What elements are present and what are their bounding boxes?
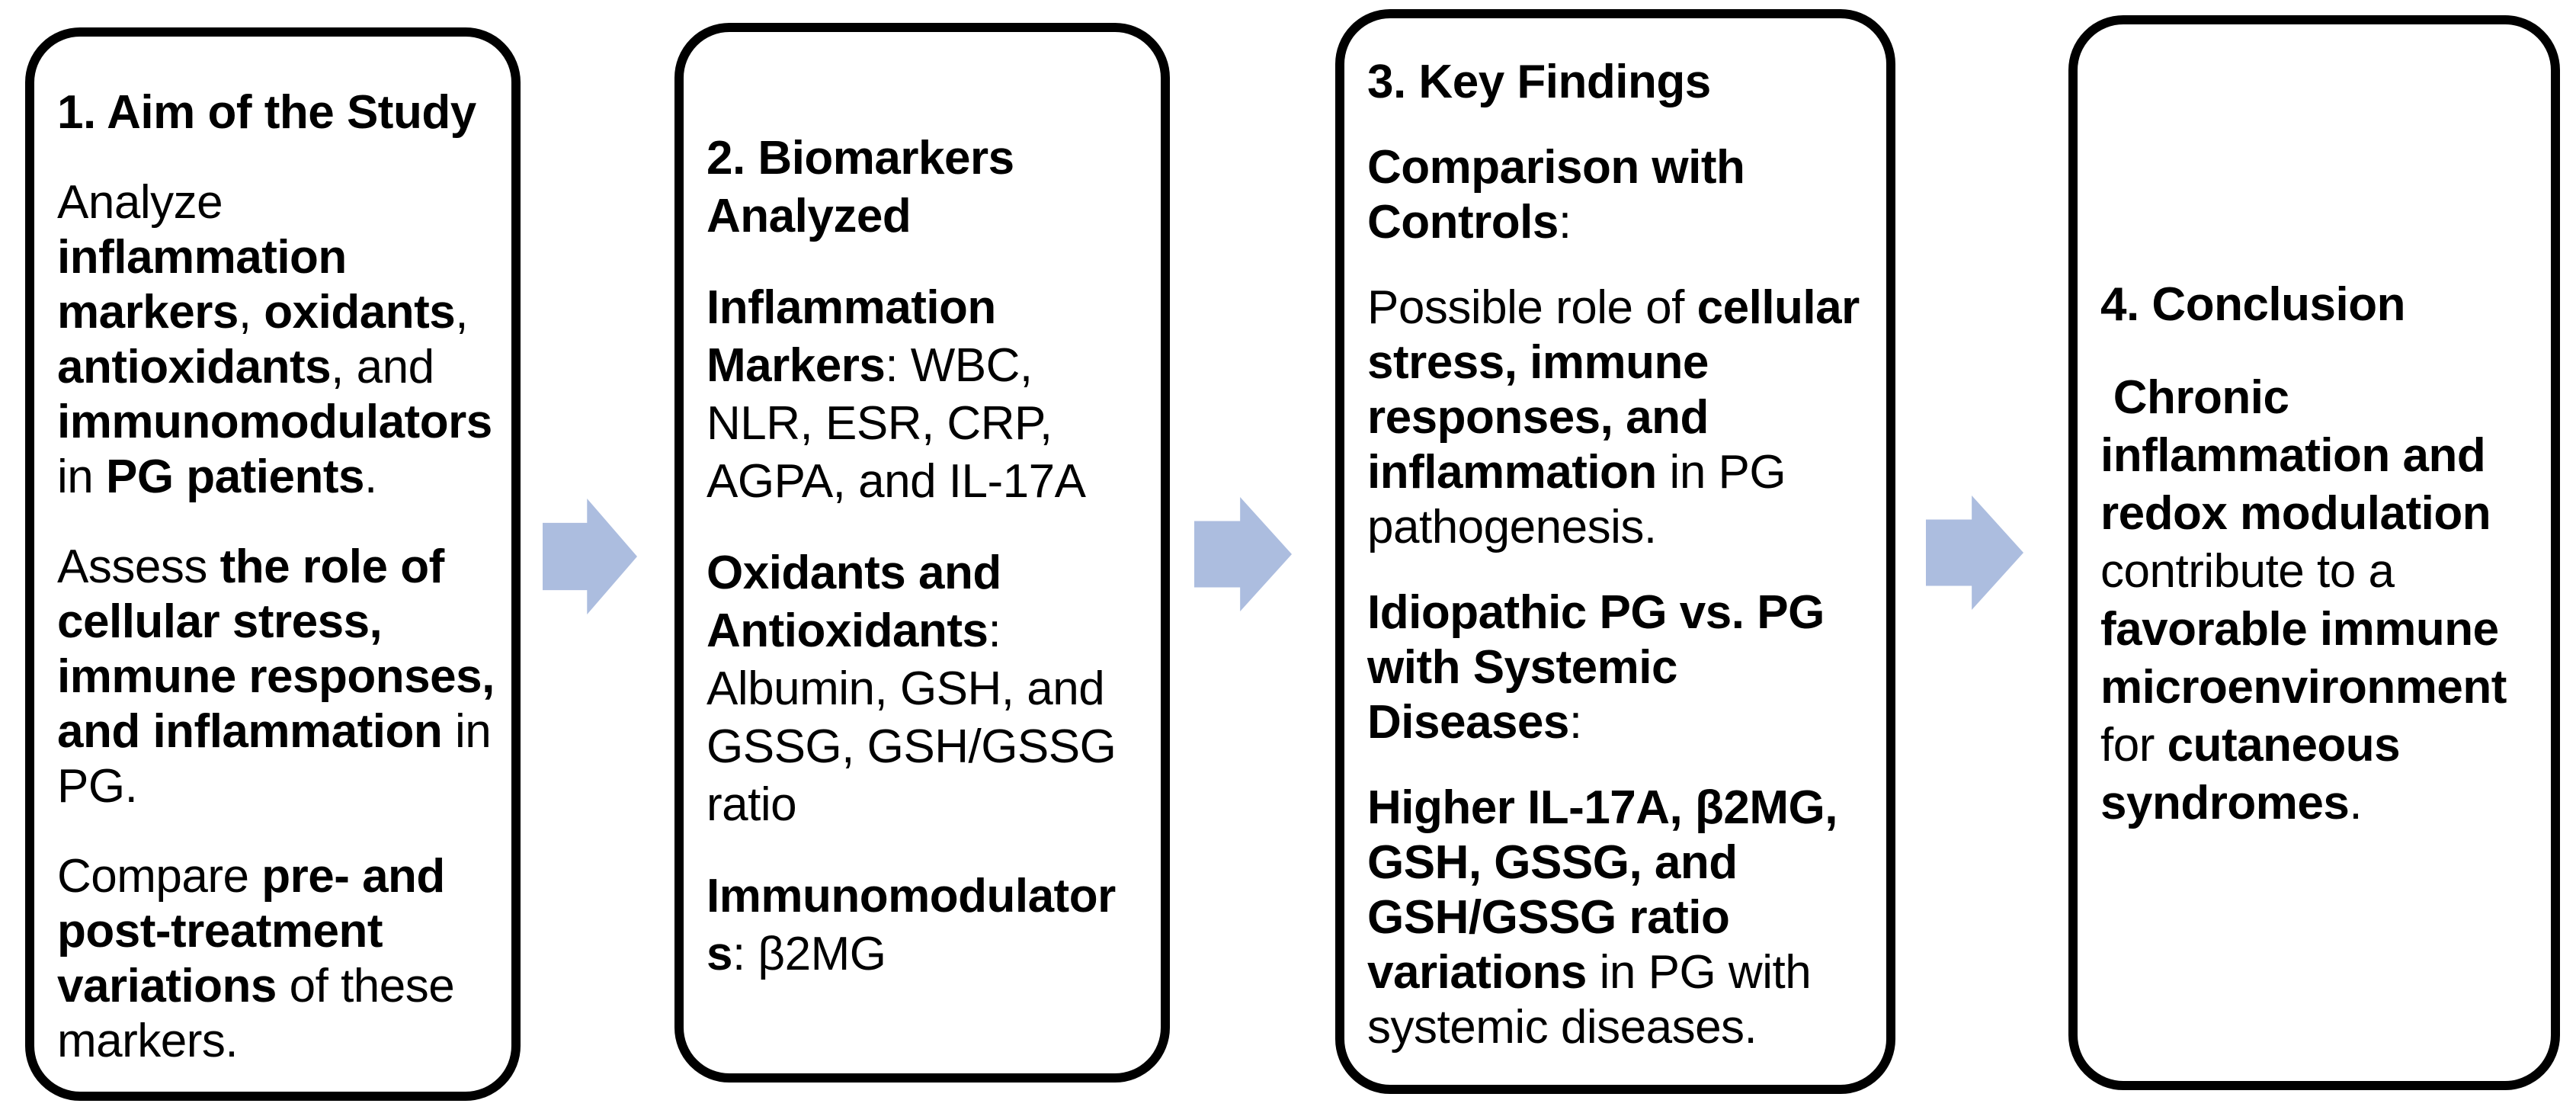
text-segment: Idiopathic PG vs. PG with Systemic Disea… (1367, 586, 1837, 749)
text-segment: oxidants (264, 286, 456, 338)
text-segment: Possible role of (1367, 281, 1697, 334)
step-box-aim-of-study: 1. Aim of the Study Analyze inflammation… (25, 27, 521, 1101)
text-segment: pre- and post-treatment variations (57, 850, 458, 1012)
step-box-conclusion: 4. Conclusion Chronic inflammation and r… (2068, 15, 2560, 1090)
box-paragraph: Oxidants and Antioxidants: Albumin, GSH,… (706, 544, 1141, 834)
box-content: 2. Biomarkers Analyzed Inflammation Mark… (706, 32, 1141, 983)
text-segment: the role of cellular stress, immune resp… (57, 540, 508, 758)
text-segment: : (1558, 196, 1572, 249)
box-title: 3. Key Findings (1367, 56, 1711, 108)
text-segment: cellular stress, immune responses, and i… (1367, 281, 1873, 499)
text-segment: immunomodulators (57, 396, 492, 448)
box-paragraph: Assess the role of cellular stress, immu… (57, 540, 496, 814)
text-segment: favorable immune microenvironment (2100, 603, 2512, 714)
text-segment: : WBC, NLR, ESR, CRP, AGPA, and IL-17A (706, 339, 1086, 508)
right-arrow-icon (1194, 497, 1292, 611)
step-box-key-findings: 3. Key Findings Comparison with Controls… (1335, 9, 1895, 1094)
right-arrow-icon (1926, 496, 2023, 610)
text-segment: Immunomodulator (706, 870, 1116, 922)
text-segment: antioxidants (57, 341, 332, 393)
text-segment: in (57, 396, 505, 503)
text-segment: for (2100, 661, 2520, 771)
box-title: 2. Biomarkers Analyzed (706, 132, 1026, 242)
text-segment: s (706, 928, 732, 980)
text-segment: , and (331, 341, 447, 393)
box-paragraph: Analyze inflammation markers, oxidants, … (57, 175, 496, 505)
text-segment: Assess (57, 540, 220, 593)
box-title: 4. Conclusion (2100, 278, 2405, 331)
text-segment: cutaneous syndromes (2100, 719, 2413, 829)
box-paragraph: Idiopathic PG vs. PG with Systemic Disea… (1367, 585, 1866, 750)
step-box-biomarkers-analyzed: 2. Biomarkers Analyzed Inflammation Mark… (674, 23, 1170, 1083)
box-paragraph: Comparison with Controls: (1367, 140, 1866, 250)
text-segment: Compare (57, 850, 262, 903)
text-segment: Comparison with Controls (1367, 141, 1758, 249)
box-title: 1. Aim of the Study (57, 86, 476, 139)
text-segment: Oxidants and Antioxidants (706, 547, 1013, 657)
text-segment: Chronic inflammation and redox modulatio… (2100, 371, 2498, 540)
text-segment: : Albumin, GSH, and GSSG, GSH/GSSG ratio (706, 605, 1129, 831)
text-segment: : β2MG (732, 928, 886, 980)
text-segment: in PG with systemic diseases. (1367, 946, 1824, 1054)
box-paragraph: Inflammation Markers: WBC, NLR, ESR, CRP… (706, 279, 1141, 511)
box-content: 3. Key Findings Comparison with Controls… (1367, 18, 1866, 1055)
box-paragraph: Chronic inflammation and redox modulatio… (2100, 369, 2536, 832)
text-segment: , (238, 286, 264, 338)
text-segment: Analyze (57, 176, 235, 229)
text-segment: Inflammation Markers (706, 281, 1009, 392)
text-segment: in PG pathogenesis. (1367, 446, 1799, 553)
text-segment: . (364, 451, 377, 503)
text-segment: PG patients (105, 451, 365, 503)
text-segment: in PG. (57, 705, 504, 813)
text-segment: contribute to a (2100, 487, 2504, 598)
box-paragraph: Compare pre- and post-treatment variatio… (57, 849, 496, 1069)
text-segment: inflammation markers (57, 231, 360, 338)
text-segment: Higher IL-17A, β2MG, GSH, GSSG, and GSH/… (1367, 781, 1850, 999)
text-segment: , (455, 286, 481, 338)
text-segment: . (2349, 777, 2363, 829)
text-segment (2100, 371, 2113, 424)
right-arrow-icon (543, 499, 637, 614)
text-segment: of these markers. (57, 960, 467, 1067)
box-paragraph: Immunomodulator s: β2MG (706, 868, 1141, 983)
box-content: 1. Aim of the Study Analyze inflammation… (57, 37, 496, 1069)
box-paragraph: Possible role of cellular stress, immune… (1367, 281, 1866, 555)
text-segment: : (1568, 696, 1582, 749)
box-paragraph: Higher IL-17A, β2MG, GSH, GSSG, and GSH/… (1367, 781, 1866, 1055)
box-content: 4. Conclusion Chronic inflammation and r… (2100, 24, 2536, 832)
